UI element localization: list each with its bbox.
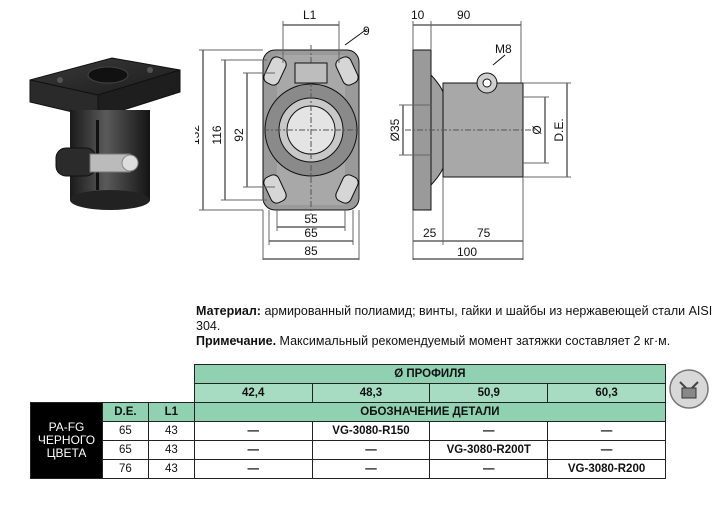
part-header: ОБОЗНАЧЕНИЕ ДЕТАЛИ — [193, 402, 667, 422]
clamp-type-icon — [669, 369, 709, 409]
cell-part: — — [429, 421, 549, 441]
spec-note: Материал: армированный полиамид; винты, … — [196, 304, 716, 349]
dim-85: 85 — [304, 244, 318, 258]
cell-part: — — [193, 459, 313, 479]
cell-l1: 43 — [147, 421, 195, 441]
cell-part: VG-3080-R200T — [429, 440, 549, 460]
remark-label: Примечание. — [196, 334, 277, 348]
col-l1: L1 — [147, 402, 195, 422]
dim-75: 75 — [477, 226, 491, 240]
cell-de: 65 — [101, 421, 149, 441]
dim-10: 10 — [411, 8, 425, 22]
group-label: PA-FG ЧЕРНОГО ЦВЕТА — [30, 402, 103, 479]
material-line: Материал: армированный полиамид; винты, … — [196, 304, 716, 334]
profile-header: Ø ПРОФИЛЯ — [193, 364, 667, 384]
cell-part: VG-3080-R200 — [547, 459, 666, 479]
cell-part: — — [429, 459, 549, 479]
table-row: 76 43 — — — VG-3080-R200 — [31, 459, 666, 479]
table-row: 65 43 — VG-3080-R150 — — — [31, 421, 666, 441]
profile-50: 50,9 — [429, 383, 549, 403]
dim-9: 9 — [363, 24, 370, 38]
dim-116: 116 — [210, 125, 224, 144]
side-view-drawing: 10 90 M8 Ø35 Ø D.E. 25 75 100 — [388, 8, 571, 260]
dim-diameter: Ø — [530, 125, 544, 134]
dim-l1: L1 — [303, 8, 317, 22]
cell-part: VG-3080-R150 — [311, 421, 431, 441]
dim-55: 55 — [304, 212, 318, 226]
product-photo — [29, 57, 181, 210]
dim-65: 65 — [304, 226, 318, 240]
dim-100: 100 — [457, 245, 477, 259]
profile-42: 42,4 — [193, 383, 313, 403]
dim-de: D.E. — [552, 118, 566, 141]
material-label: Материал: — [196, 304, 261, 318]
cell-l1: 43 — [147, 459, 195, 479]
cell-part: — — [547, 421, 666, 441]
dim-92: 92 — [232, 128, 246, 142]
remark-line: Примечание. Максимальный рекомендуемый м… — [196, 334, 716, 349]
cell-part: — — [311, 459, 431, 479]
spec-table: Ø ПРОФИЛЯ 42,4 48,3 50,9 60,3 PA-FG ЧЕРН… — [30, 364, 667, 479]
cell-de: 65 — [101, 440, 149, 460]
cell-part: — — [193, 440, 313, 460]
dim-25: 25 — [423, 226, 437, 240]
front-view-drawing: L1 9 132 116 92 55 65 85 — [195, 8, 370, 260]
col-de: D.E. — [101, 402, 149, 422]
dim-132: 132 — [195, 125, 202, 145]
cell-part: — — [311, 440, 431, 460]
remark-text: Максимальный рекомендуемый момент затяжк… — [276, 334, 671, 348]
cell-de: 76 — [101, 459, 149, 479]
dim-m8: M8 — [495, 42, 512, 56]
dim-d35: Ø35 — [388, 118, 402, 141]
profile-60: 60,3 — [547, 383, 666, 403]
cell-part: — — [547, 440, 666, 460]
table-row: 65 43 — — VG-3080-R200T — — [31, 440, 666, 460]
material-text: армированный полиамид; винты, гайки и ша… — [196, 304, 713, 333]
profile-48: 48,3 — [311, 383, 431, 403]
cell-part: — — [193, 421, 313, 441]
dim-90: 90 — [457, 8, 471, 22]
cell-l1: 43 — [147, 440, 195, 460]
